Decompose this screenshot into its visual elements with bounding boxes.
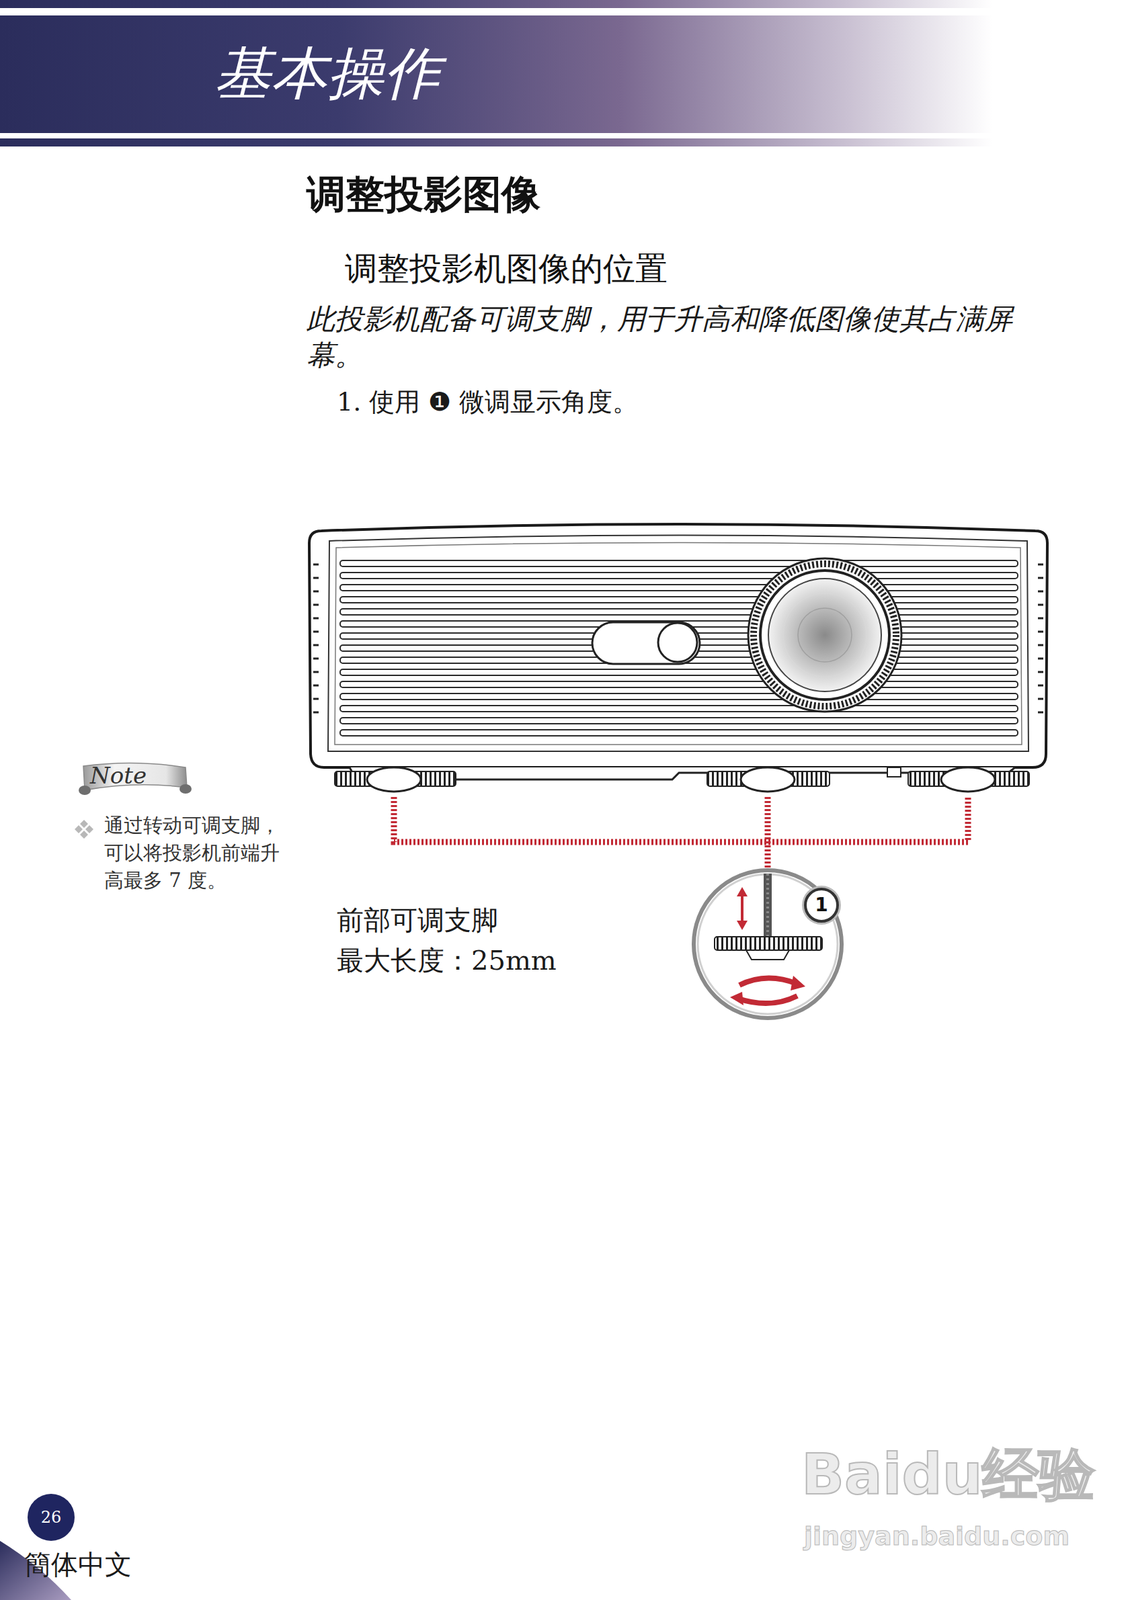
section-heading: 调整投影图像: [306, 169, 541, 220]
page-number-text: 26: [41, 1509, 62, 1526]
page-number: 26: [27, 1494, 75, 1542]
step-text: 1. 使用 ❶ 微调显示角度。: [336, 385, 639, 419]
callout-number-text: 1: [814, 896, 828, 915]
chapter-band-text: 基本操作: [214, 39, 441, 108]
callout-number: 1: [803, 888, 839, 923]
note-text: 通过转动可调支脚，可以将投影机前端升高最多 7 度。: [104, 812, 296, 896]
note-scroll: Note: [76, 758, 193, 800]
language-label: 簡体中文: [24, 1547, 132, 1583]
subsection-heading: 调整投影机图像的位置: [344, 247, 668, 290]
watermark: Baidu经验: [801, 1438, 1096, 1512]
dimension: 最大长度：25mm: [336, 943, 557, 979]
note-scroll-text: Note: [90, 762, 147, 790]
part-name: 前部可调支脚: [336, 902, 499, 938]
watermark-url: jingyan.baidu.com: [803, 1520, 1070, 1554]
chapter-band: 基本操作: [0, 15, 1128, 134]
intro-paragraph: 此投影机配备可调支脚，用于升高和降低图像使其占满屏幕。: [306, 301, 1030, 374]
